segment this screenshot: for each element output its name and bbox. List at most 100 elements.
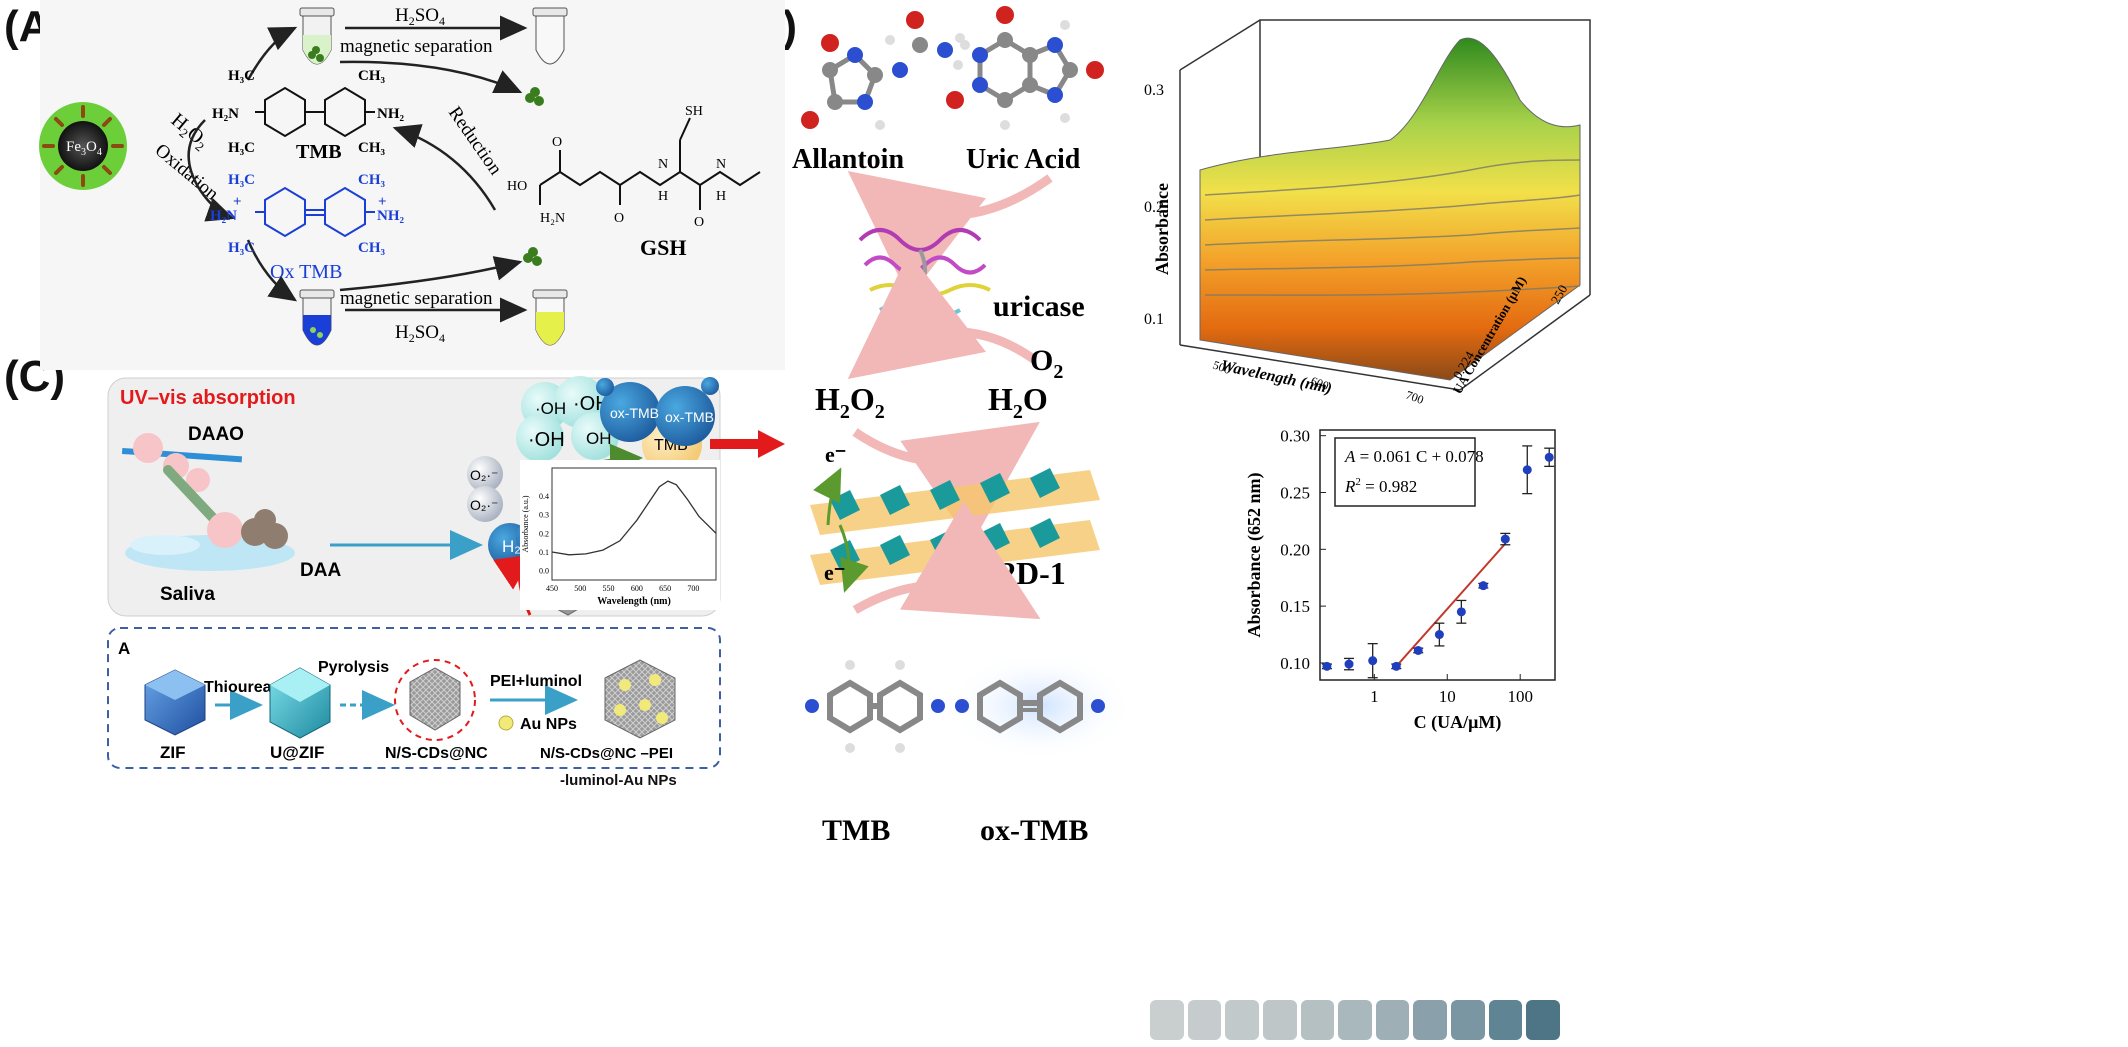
sample-vial-strip xyxy=(1150,1000,1561,1040)
oxtmb-atom: NH₂ xyxy=(377,208,405,224)
magnetic-separation-top: magnetic separation xyxy=(340,36,493,57)
synthesis-dashed-box xyxy=(107,627,721,769)
zif-label: ZIF xyxy=(160,743,186,762)
superoxide-bubbles xyxy=(467,456,503,522)
sample-vial xyxy=(1187,1000,1222,1040)
magnetic-beads-bottom xyxy=(523,247,542,266)
electron-label-1: e⁻ xyxy=(825,442,846,467)
tmb-atom: H₂N xyxy=(212,106,239,122)
surface-x-tick: 700 xyxy=(1404,388,1426,407)
sample-vial xyxy=(1225,1000,1259,1040)
uric-acid-label: Uric Acid xyxy=(966,144,1081,175)
electron-label-2: e⁻ xyxy=(824,560,845,585)
nscds-crystal xyxy=(409,667,461,731)
inset-x-tick: 500 xyxy=(574,584,586,593)
test-tube-bottom-right xyxy=(532,289,568,346)
tmb-atom: CH₃ xyxy=(358,140,386,156)
gsh-atom: O xyxy=(694,215,704,230)
inset-x-tick: 600 xyxy=(631,584,643,593)
saliva-illustration xyxy=(125,509,295,571)
uzif-label: U@ZIF xyxy=(270,743,324,762)
tmb-structure xyxy=(255,86,375,138)
inset-y-label: Absorbance (a.u.) xyxy=(521,495,530,552)
oxidation-arrow xyxy=(187,119,235,222)
data-point xyxy=(1434,630,1444,640)
x-axis-label: C (UA/μM) xyxy=(1414,712,1502,733)
data-point xyxy=(1456,607,1466,617)
y-tick-label: 0.20 xyxy=(1280,540,1310,559)
h2o2-to-h2o-arrow xyxy=(852,421,1040,545)
uvvis-title: UV–vis absorption xyxy=(120,387,296,409)
pyrolysis-label: Pyrolysis xyxy=(318,659,389,676)
sample-vial xyxy=(1488,1000,1523,1040)
thiourea-label: Thiourea xyxy=(204,679,272,696)
sample-vial xyxy=(1300,1000,1335,1040)
gsh-atom: O xyxy=(614,211,624,226)
final-product-crystal xyxy=(604,659,676,739)
inset-x-tick: 550 xyxy=(603,584,615,593)
gsh-atom: N xyxy=(716,157,726,172)
equation-text: A = 0.061 C + 0.078 xyxy=(1344,447,1484,466)
y-tick-label: 0.15 xyxy=(1280,597,1310,616)
sample-vial xyxy=(1150,1000,1184,1040)
data-point xyxy=(1391,661,1401,671)
oh-text: ·OH xyxy=(528,429,565,451)
surface-z-tick: 0.3 xyxy=(1144,82,1164,99)
saliva-label: Saliva xyxy=(160,584,215,605)
inset-x-label: Wavelength (nm) xyxy=(597,596,671,607)
data-point xyxy=(1413,645,1423,655)
gsh-atom: H₂N xyxy=(540,211,565,226)
gsh-label: GSH xyxy=(640,235,686,260)
tmb-label-b: TMB xyxy=(822,814,890,847)
h2o2-label-b: H2O2 xyxy=(815,381,885,423)
data-point xyxy=(1544,452,1554,462)
electron-arrow-down xyxy=(838,524,869,593)
synthesis-box-letter: A xyxy=(118,639,130,658)
h2so4-label-bottom: H2SO4 xyxy=(395,322,445,345)
oxtmb-charge: + xyxy=(233,194,242,210)
reduction-arrow xyxy=(392,124,497,211)
uricase-protein xyxy=(858,228,991,331)
nscds-label: N/S-CDs@NC xyxy=(385,745,488,762)
o2-label: O2 xyxy=(1030,344,1063,383)
surface-x-label: Wavelength (nm) xyxy=(1219,357,1333,397)
magnetic-separation-bottom: magnetic separation xyxy=(340,288,493,309)
oxtmb-atom: CH₃ xyxy=(358,240,386,256)
uric-acid-molecule xyxy=(946,6,1104,130)
data-point xyxy=(1478,581,1488,591)
x-tick-label: 1 xyxy=(1370,687,1379,706)
oxtmb-label: Ox TMB xyxy=(270,261,342,283)
y-tick-label: 0.30 xyxy=(1280,427,1310,446)
inset-frame xyxy=(551,467,717,581)
magnetic-beads-top xyxy=(525,87,544,106)
sample-vial xyxy=(1375,1000,1410,1040)
tmb-atom: CH₃ xyxy=(358,68,386,84)
test-tube-bottom-left xyxy=(299,289,335,346)
inset-y-tick: 0.1 xyxy=(539,548,549,557)
equation-box xyxy=(1334,437,1476,507)
superoxide-text: O₂·⁻ xyxy=(470,497,498,513)
svg-text:Fe3O4: Fe3O4 xyxy=(66,139,102,158)
inset-y-tick: 0.0 xyxy=(539,567,549,576)
nscds-highlight-circle xyxy=(394,659,476,741)
y-axis-label: Absorbance (652 nm) xyxy=(1244,472,1265,637)
surface-z-tick: 0.1 xyxy=(1144,311,1164,328)
data-point xyxy=(1322,661,1332,671)
x-tick-label: 10 xyxy=(1439,687,1456,706)
electron-arrow-up xyxy=(813,467,842,526)
oxtmb-ball-cluster: ox-TMB ox-TMB xyxy=(596,377,719,446)
inset-x-tick: 700 xyxy=(687,584,699,593)
y-tick-label: 0.10 xyxy=(1280,654,1310,673)
tmb-ball-stick xyxy=(805,660,945,753)
gsh-atom: HO xyxy=(507,179,527,194)
plot-frame xyxy=(1319,429,1556,681)
final-product-label-1: N/S-CDs@NC –PEI xyxy=(540,745,673,762)
separation-arrow-top xyxy=(339,60,523,94)
gsh-atom: O xyxy=(552,135,562,150)
gsh-structure xyxy=(539,117,761,210)
tmb-to-oxtmb-arrow-b xyxy=(852,500,1041,620)
gsh-atom: N xyxy=(658,157,668,172)
oxtmb-atom: CH₃ xyxy=(358,172,386,188)
